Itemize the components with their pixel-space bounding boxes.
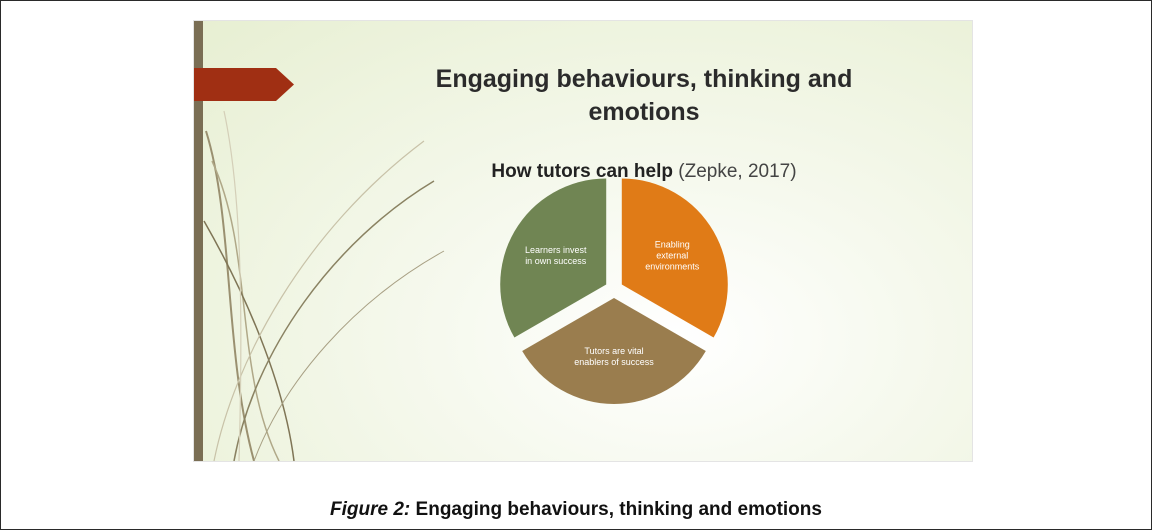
slide: Engaging behaviours, thinking and emotio… [194, 21, 972, 461]
subtitle-heading: How tutors can help [491, 161, 673, 182]
decorative-curves [203, 110, 445, 461]
slide-title-line-1: Engaging behaviours, thinking and [435, 65, 853, 93]
pie-slice-2 [522, 298, 706, 404]
slide-title-line-2: emotions [588, 98, 700, 126]
figure-caption: Figure 2: Engaging behaviours, thinking … [1, 499, 1151, 521]
subtitle-citation: (Zepke, 2017) [678, 161, 797, 182]
slide-title: Engaging behaviours, thinking and emotio… [394, 63, 894, 129]
pie-slice-1 [621, 178, 728, 338]
left-accent-bar [194, 21, 203, 461]
slide-subtitle: How tutors can help (Zepke, 2017) [394, 161, 894, 183]
figure-label: Figure 2: [330, 499, 411, 520]
caption-text: Engaging behaviours, thinking and emotio… [415, 499, 822, 520]
pie-slice-3 [500, 178, 607, 338]
arrow-tab-decoration [194, 68, 294, 101]
